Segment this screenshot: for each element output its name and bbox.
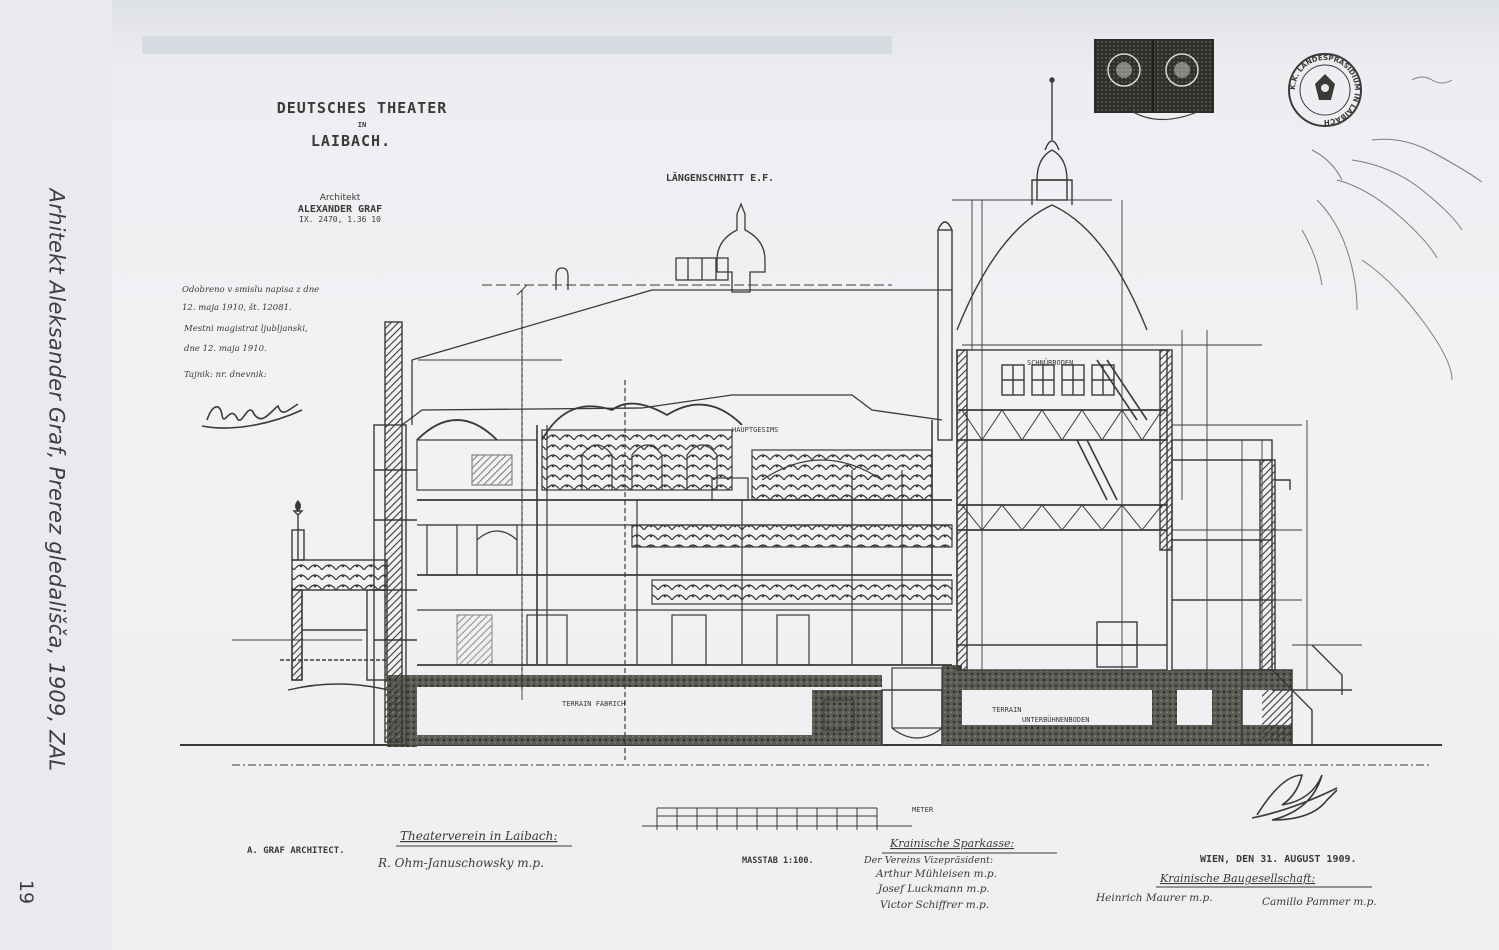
approval-line-4: dne 12. maja 1910. — [184, 344, 267, 354]
auditorium-section — [416, 290, 953, 760]
signature-underlines — [396, 845, 1372, 888]
baugesellschaft-sig-1: Heinrich Maurer m.p. — [1095, 892, 1213, 904]
stage-house — [937, 77, 1173, 671]
scale-unit: METER — [912, 806, 934, 814]
sparkasse-title: Krainische Sparkasse: — [889, 837, 1014, 850]
ground-line — [180, 744, 1442, 766]
label-schnurboden: SCHNÜRBODEN — [1027, 358, 1073, 367]
dimension-lines — [232, 199, 1362, 700]
lamp-icon — [295, 500, 301, 512]
foundations — [387, 665, 1293, 747]
sparkasse-sig-2: Arthur Mühleisen m.p. — [875, 868, 997, 880]
figure-caption: Arhitekt Aleksander Graf, Prerez gledali… — [0, 189, 112, 772]
section-title: LÄNGENSCHNITT E.F. — [666, 170, 774, 184]
blueprint-sheet: DEUTSCHES THEATER IN LAIBACH. Architekt … — [112, 0, 1499, 950]
left-margin — [0, 0, 112, 950]
scale-bar — [642, 807, 912, 830]
title-in: IN — [358, 121, 366, 129]
theaterverein-title: Theaterverein in Laibach: — [400, 829, 557, 843]
fly-loft-windows — [1001, 364, 1115, 396]
official-seal: K.K. LANDESPRÄSIDIUM IN LAIBACH — [1288, 53, 1362, 127]
sparkasse-sig-4: Victor Schiffrer m.p. — [880, 899, 989, 911]
title-line2: LAIBACH. — [311, 132, 391, 150]
label-hauptgesims: HAUPTGESIMS — [732, 426, 778, 434]
caption-text: Arhitekt Aleksander Graf, Prerez gledali… — [44, 188, 68, 772]
page-number: 19 — [6, 872, 46, 912]
sparkasse-sig-3: Josef Luckmann m.p. — [876, 883, 990, 895]
sparkasse-sig-1: Der Vereins Vizepräsident: — [863, 855, 993, 866]
baugesellschaft-title: Krainische Baugesellschaft: — [1159, 872, 1315, 885]
approval-line-1: Odobreno v smislu napisa z dne — [182, 285, 319, 295]
date-line: WIEN, DEN 31. AUGUST 1909. — [1200, 854, 1357, 865]
approval-signature — [201, 403, 303, 429]
page-number-text: 19 — [15, 879, 37, 905]
title-block: DEUTSCHES THEATER IN LAIBACH. — [277, 99, 448, 150]
revenue-stamps — [1094, 39, 1214, 121]
label-unterbuhne: UNTERBÜHNENBODEN — [1022, 715, 1089, 724]
architect-stamp: Architekt ALEXANDER GRAF IX. 2470, 1.36 … — [298, 193, 382, 224]
entrance-pavilion — [280, 510, 389, 691]
title-line1: DEUTSCHES THEATER — [277, 99, 448, 117]
drawing-labels: HAUPTGESIMS SCHNÜRBODEN TERRAIN UNTERBÜH… — [562, 358, 1089, 724]
scan-shadow — [142, 36, 892, 54]
baugesellschaft-sig-2: Camillo Pammer m.p. — [1262, 896, 1377, 908]
approval-line-5: Tajnik: nr. dnevnik: — [184, 370, 267, 380]
architect-signature-flourish — [1251, 774, 1338, 821]
architect-stamp-name: ALEXANDER GRAF — [298, 204, 382, 215]
scale-label: MASSTAB 1:100. — [742, 856, 814, 866]
left-facade — [373, 321, 417, 746]
approval-line-2: 12. maja 1910, št. 12081. — [182, 302, 292, 313]
architect-stamp-addr: IX. 2470, 1.36 10 — [299, 215, 381, 224]
label-terrain: TERRAIN — [992, 706, 1022, 714]
approval-line-3: Mestni magistrat ljubljanski, — [183, 324, 308, 334]
theaterverein-signature: R. Ohm-Januschowsky m.p. — [377, 856, 544, 870]
signature-blocks: A. GRAF ARCHITECT. Theaterverein in Laib… — [247, 829, 1377, 911]
approval-notes: Odobreno v smislu napisa z dne 12. maja … — [182, 285, 319, 380]
margin-scribbles — [1301, 76, 1483, 381]
architect-credit: A. GRAF ARCHITECT. — [247, 846, 345, 856]
section-drawing: DEUTSCHES THEATER IN LAIBACH. Architekt … — [142, 36, 1483, 911]
label-terrain-fabrich: TERRAIN FABRICH — [562, 700, 625, 708]
main-roof — [401, 202, 952, 426]
architect-stamp-label: Architekt — [320, 193, 361, 203]
